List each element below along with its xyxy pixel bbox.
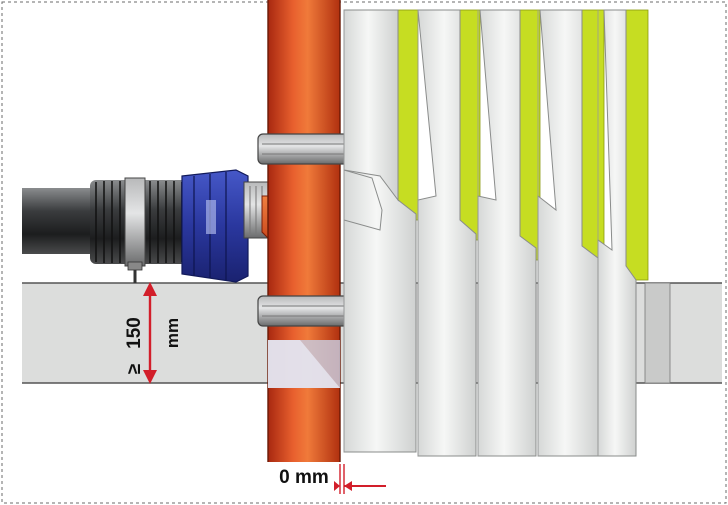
corrugated-hose — [22, 180, 190, 264]
upper-pipe-ring — [257, 133, 351, 165]
dimension-vertical-symbol: ≥ — [124, 364, 145, 374]
dimension-arrow-icon — [143, 370, 157, 384]
hose-clamp-icon — [181, 169, 271, 283]
dimension-vertical-value: 150 — [124, 317, 145, 349]
vertical-dimension: 150 ≥ mm — [124, 282, 182, 384]
dimension-arrow-icon — [344, 481, 352, 491]
vertical-pipe — [267, 0, 341, 462]
dimension-horizontal-label: 0 mm — [279, 467, 329, 488]
dimension-arrow-icon — [143, 282, 157, 296]
dimension-arrow-icon — [334, 481, 340, 491]
pipe-clip-icon — [124, 177, 146, 283]
horizontal-dimension: 0 mm — [268, 463, 386, 494]
insulation-layers — [343, 9, 649, 457]
dimension-vertical-unit: mm — [163, 318, 182, 348]
lower-pipe-ring — [257, 295, 351, 327]
